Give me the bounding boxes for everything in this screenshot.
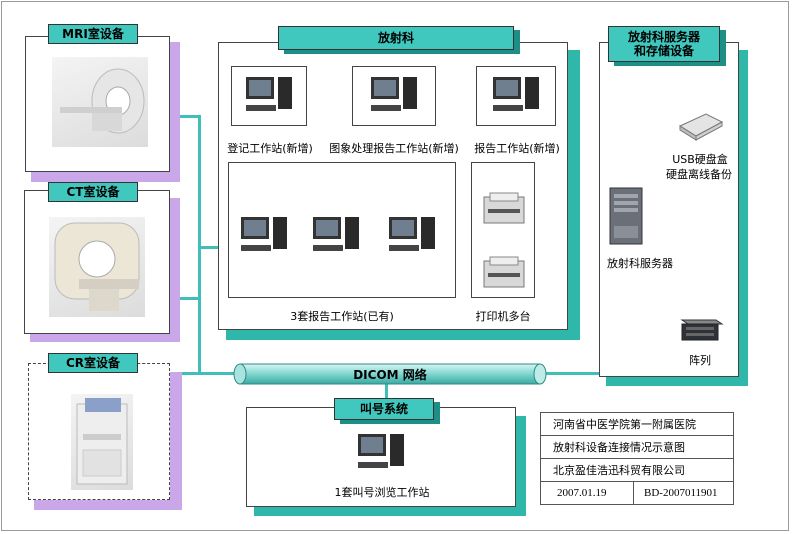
usb-disk-icon [678,113,724,141]
info-hospital-text: 河南省中医学院第一附属医院 [553,418,696,431]
computer-icon [358,434,404,468]
computer-icon [389,217,435,251]
connector-server [540,372,600,375]
mri-title: MRI室设备 [48,24,138,44]
connector-vertical-left [198,115,201,375]
ct-title: CT室设备 [48,182,138,202]
server-room-title-line1: 放射科服务器 [627,30,700,44]
mri-panel [25,36,170,172]
queue-title: 叫号系统 [334,398,434,420]
connector-ct [165,297,200,300]
info-docid-text: BD-2007011901 [644,487,718,499]
cr-reader-image [71,394,133,490]
computer-icon [241,217,287,251]
server-room-title: 放射科服务器 和存储设备 [608,26,720,62]
printer-icon [483,256,525,288]
server-tower-icon [609,187,643,245]
usb-disk-label-1: USB硬盘盒 [672,153,728,166]
computer-icon [371,77,417,111]
cr-title: CR室设备 [48,353,138,373]
computer-icon [313,217,359,251]
queue-label: 1套叫号浏览工作站 [334,486,430,499]
ct-panel [24,190,170,334]
workstation-registration [231,66,307,126]
workstation-image-processing [352,66,436,126]
cr-panel [28,363,170,500]
ct-scanner-image [49,217,145,317]
info-date-text: 2007.01.19 [557,487,607,499]
info-diagram-title: 放射科设备连接情况示意图 [540,435,734,459]
info-hospital: 河南省中医学院第一附属医院 [540,412,734,436]
server-room-title-line2: 和存储设备 [633,44,694,58]
computer-icon [246,77,292,111]
info-company: 北京盈佳浩迅科贸有限公司 [540,458,734,482]
radiology-title: 放射科 [278,26,514,50]
workstation-report-label: 报告工作站(新增) [474,142,560,155]
server-label: 放射科服务器 [607,257,673,270]
workstation-image-processing-label: 图象处理报告工作站(新增) [329,142,459,155]
info-company-text: 北京盈佳浩迅科贸有限公司 [553,464,685,477]
report-workstations-label: 3套报告工作站(已有) [290,310,394,323]
connector-radiology [198,246,228,249]
array-label: 阵列 [689,354,711,367]
dicom-network-pipe [233,363,547,385]
info-docid-cell: BD-2007011901 [633,481,734,505]
connector-mri [165,115,200,118]
dicom-network-label: DICOM 网络 [353,368,427,382]
info-date-cell: 2007.01.19 [540,481,634,505]
printers-label: 打印机多台 [475,310,531,323]
computer-icon [493,77,539,111]
printers-group [471,162,535,298]
report-workstations-group [228,162,456,298]
disk-array-icon [680,319,724,341]
info-diagram-title-text: 放射科设备连接情况示意图 [553,441,685,454]
workstation-report [476,66,556,126]
workstation-registration-label: 登记工作站(新增) [227,142,313,155]
connector-queue [385,380,388,398]
usb-disk-label-2: 硬盘离线备份 [666,168,732,181]
printer-icon [483,192,525,224]
mri-scanner-image [52,57,148,147]
connector-cr [165,372,245,375]
